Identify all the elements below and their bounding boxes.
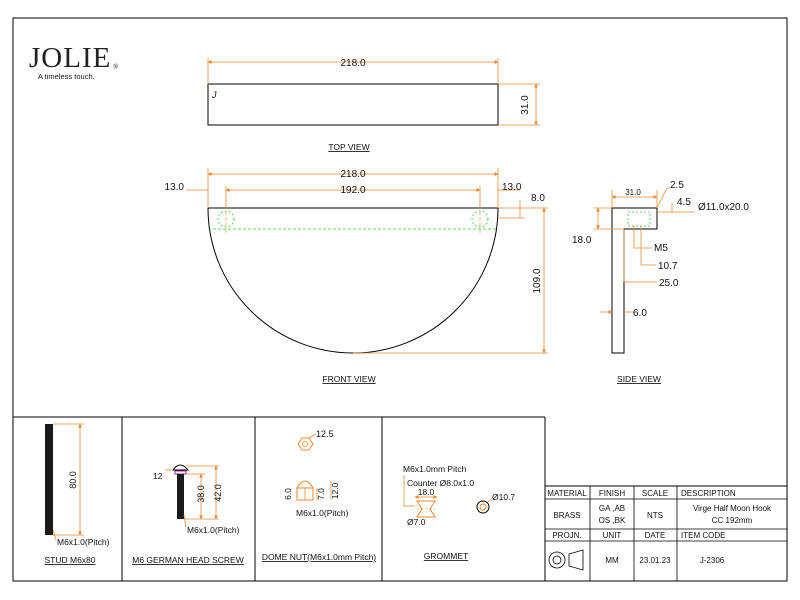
dome-nut-12-5-label: 12.5 (316, 429, 334, 439)
brand-name: JOLIE (29, 42, 111, 74)
finish-header: FINISH (599, 489, 625, 498)
stud-thread-label: M6x1.0(Pitch) (57, 537, 110, 547)
side-thread-label: M5 (654, 243, 668, 254)
unit-value: MM (605, 556, 619, 565)
half-moon-outline (207, 207, 499, 354)
front-centers-label: 192.0 (340, 185, 365, 196)
side-25-label: 25.0 (659, 278, 679, 289)
scale-value: NTS (647, 511, 663, 520)
projection-header: PROJN. (552, 531, 581, 540)
leader-line (656, 187, 668, 209)
side-top-width-label: 31.0 (625, 188, 641, 197)
top-view-caption: TOP VIEW (328, 142, 369, 152)
grommet-18-label: 18.0 (418, 487, 435, 497)
side-18-label: 18.0 (572, 235, 592, 246)
front-hole-depth-label: 8.0 (531, 193, 545, 204)
scale-header: SCALE (642, 489, 668, 498)
stud-length-label: 80.0 (68, 471, 78, 489)
top-view-marker: J (211, 90, 217, 100)
screw-head (172, 464, 190, 471)
grommet-7-label: Ø7.0 (407, 517, 426, 527)
screw-38-label: 38.0 (196, 485, 206, 503)
description-header: DESCRIPTION (681, 489, 736, 498)
grommet-10-7-label: Ø10.7 (492, 492, 515, 502)
dome-nut-caption: DOME NUT(M6x1.0mm Pitch) (262, 552, 376, 562)
date-value: 23.01.23 (639, 556, 671, 565)
date-header: DATE (645, 531, 666, 540)
leader-line (308, 433, 317, 439)
material-header: MATERIAL (547, 489, 587, 498)
grommet-outer-circle (476, 500, 490, 514)
material-value: BRASS (553, 511, 580, 520)
front-view: 218.0 192.0 13.0 13.0 8.0 109.0 FRONT VI… (165, 168, 548, 384)
top-length-label: 218.0 (340, 58, 365, 69)
leader-line (183, 514, 187, 528)
front-left-offset-label: 13.0 (165, 182, 185, 193)
projection-symbol-icon (548, 549, 584, 571)
description-value-1: Virge Half Moon Hook (693, 504, 772, 513)
item-code-value: J-2306 (700, 556, 725, 565)
registered-mark: ® (113, 63, 119, 71)
stud-part: 80.0 M6x1.0(Pitch) STUD M6x80 (44, 423, 110, 565)
screw-caption: M6 GERMAN HEAD SCREW (132, 555, 243, 565)
grommet-part: M6x1.0mm Pitch Counter Ø8.0x1.0 18.0 Ø7.… (403, 464, 515, 561)
leader-line (487, 497, 493, 503)
grommet-caption: GROMMET (424, 551, 468, 561)
dome-nut-thread-label: M6x1.0(Pitch) (296, 508, 349, 518)
top-view: J 218.0 31.0 TOP VIEW (207, 58, 540, 152)
stud-caption: STUD M6x80 (44, 555, 95, 565)
side-view: 31.0 2.5 4.5 Ø11.0x20.0 18.0 M5 10.7 25.… (572, 180, 749, 384)
finish-value-2: OS ,BK (599, 516, 626, 525)
leader-line (52, 529, 57, 541)
screw-head-flange (174, 470, 187, 475)
threaded-boss (627, 211, 651, 227)
title-block-frame (544, 485, 788, 582)
front-overall-label: 218.0 (340, 169, 365, 180)
top-width-label: 31.0 (520, 95, 531, 115)
side-profile-outline (611, 207, 658, 354)
unit-header: UNIT (603, 531, 622, 540)
dome-nut-hex (297, 437, 314, 451)
front-height-label: 109.0 (532, 268, 543, 293)
description-value-2: CC 192mm (712, 516, 753, 525)
front-right-offset-label: 13.0 (502, 182, 522, 193)
side-10-7-label: 10.7 (658, 261, 678, 272)
grommet-counter-label: Counter Ø8.0x1.0 (407, 478, 474, 488)
screw-shank (177, 474, 184, 519)
dome-nut-part: 12.5 6.0 7.0 12.0 M6x1.0(Pitch) DOME NUT… (262, 429, 376, 562)
top-view-outline (207, 83, 499, 126)
screw-part: 12 38.0 42.0 M6x1.0(Pitch) M6 GERMAN HEA… (132, 464, 244, 565)
side-boss-label: Ø11.0x20.0 (698, 202, 749, 213)
side-2-5-label: 2.5 (670, 180, 684, 191)
grommet-thread-label: M6x1.0mm Pitch (403, 464, 467, 474)
title-block: MATERIAL FINISH SCALE DESCRIPTION BRASS … (544, 485, 788, 582)
dome-nut-cap (296, 480, 314, 489)
screw-42-label: 42.0 (213, 484, 223, 502)
screw-thread-label: M6x1.0(Pitch) (187, 525, 240, 535)
side-6-label: 6.0 (633, 308, 647, 319)
side-4-5-label: 4.5 (677, 197, 691, 208)
dome-nut-7-label: 7.0 (316, 488, 326, 500)
screw-head-label: 12 (153, 471, 163, 481)
stud-body (45, 424, 53, 535)
sheet-border (12, 17, 788, 582)
side-view-caption: SIDE VIEW (617, 374, 661, 384)
item-code-header: ITEM CODE (681, 531, 725, 540)
brand-tagline: A timeless touch. (38, 72, 95, 81)
brand-logo: JOLIE ® A timeless touch. (29, 42, 119, 81)
dome-nut-6-label: 6.0 (283, 488, 293, 500)
front-view-caption: FRONT VIEW (322, 374, 375, 384)
grommet-inner-circle (479, 503, 487, 511)
finish-value-1: GA ,AB (599, 504, 625, 513)
dome-nut-bore (302, 441, 308, 447)
dome-nut-12-label: 12.0 (330, 482, 340, 499)
